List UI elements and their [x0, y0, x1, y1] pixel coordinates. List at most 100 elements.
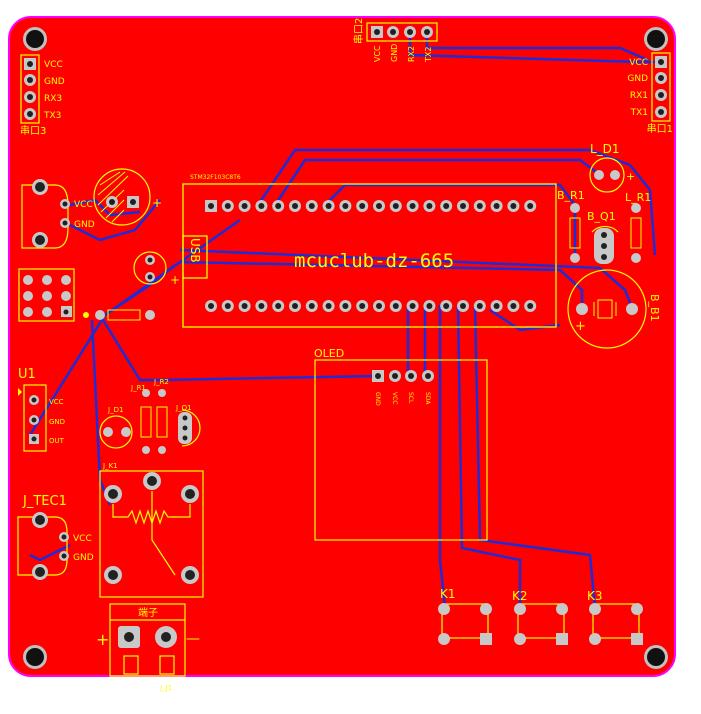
capacitor-plus: +: [170, 273, 180, 287]
traces: [28, 30, 660, 609]
serial1-pin-rx1: RX1: [630, 91, 648, 101]
mounting-holes: [23, 27, 668, 669]
serial3-pin-vcc: VCC: [44, 60, 63, 70]
mcu-bottom-pin-hole: [527, 303, 534, 309]
board-copper: [8, 16, 676, 677]
mcu-bottom-pin-hole: [359, 303, 366, 309]
serial2-pin-rx2: RX2: [407, 46, 416, 62]
serial1-connector: VCC GND RX1 TX1 串口1: [627, 52, 673, 135]
mcu-bottom-pin-hole: [409, 303, 416, 309]
serial3-pin-tx3: TX3: [43, 111, 61, 121]
mcu-pins-top: [205, 200, 537, 212]
mcu-top-pin-hole: [476, 203, 483, 209]
key-k1-label: K1: [440, 587, 456, 601]
mcu-top-pin-hole: [224, 203, 231, 209]
l-d1-plus: +: [626, 170, 635, 183]
mcu-bottom-pin-hole: [392, 303, 399, 309]
b-q1-label: B_Q1: [587, 210, 616, 223]
mcu-top-pin-hole: [241, 203, 248, 209]
mcu-top-pin-hole: [308, 203, 315, 209]
mcu-bottom-pin-hole: [493, 303, 500, 309]
serial1-pin-gnd: GND: [627, 74, 648, 84]
serial3-label: 串口3: [20, 125, 46, 137]
serial3-pin-gnd: GND: [44, 77, 65, 87]
mcu-bottom-pin-hole: [275, 303, 282, 309]
mcu-bottom-pin-hole: [241, 303, 248, 309]
terminal-plus: +: [96, 630, 109, 649]
mcu-top-pin-hole: [443, 203, 450, 209]
serial1-pin-vcc: VCC: [629, 58, 648, 68]
terminal-block: 端子 + — J_J1: [96, 603, 200, 692]
mcu-top-pin-hole: [258, 203, 265, 209]
j-k1-label: J_K1: [102, 462, 118, 470]
tec-socket: J_TEC1 VCC GND: [17, 494, 94, 580]
mcu-top-pin-hole: [460, 203, 466, 209]
mcu-bottom-pin-hole: [224, 303, 231, 309]
mcu-top-pin-hole: [325, 203, 332, 209]
mcu-bottom-pin-hole: [443, 303, 450, 309]
mcu-header-label: STM32F103C8T6: [190, 174, 241, 181]
key-k2[interactable]: K2: [512, 589, 568, 645]
key-k2-label: K2: [512, 589, 528, 603]
serial1-pin-tx1: TX1: [630, 108, 648, 118]
power-pin-gnd: GND: [74, 220, 95, 230]
oled-pin-vcc: VCC: [391, 392, 398, 404]
oled-label: OLED: [314, 347, 344, 360]
mcu-top-pin-hole: [359, 203, 366, 209]
mcu-top-pin-hole: [510, 203, 517, 209]
j-q1-label: J_Q1: [175, 404, 192, 412]
mcu-bottom-pin-hole: [376, 303, 382, 309]
power-socket: VCC GND: [21, 179, 95, 249]
key-k1[interactable]: K1: [438, 587, 492, 645]
b-r1-label: B_R1: [557, 189, 585, 202]
mcu-bottom-pin-hole: [342, 303, 349, 309]
serial1-label: 串口1: [647, 123, 673, 135]
mcu-top-pin-hole: [275, 203, 282, 209]
mcu-top-pin-hole: [376, 203, 382, 209]
relay: J_K1: [99, 462, 204, 598]
left-switch: [18, 268, 75, 322]
serial2-pin-tx2: TX2: [424, 47, 433, 63]
serial2-pin-vcc: VCC: [373, 45, 382, 62]
serial2-connector: 串口2 VCC GND RX2 TX2: [353, 18, 438, 63]
j-r1-label: J_R1: [130, 384, 146, 392]
usb-label: USB: [188, 238, 202, 263]
mcu-top-pin-hole: [409, 203, 416, 209]
mcu-bottom-pin-hole: [292, 303, 298, 309]
terminal-label: 端子: [138, 606, 158, 619]
key-k3[interactable]: K3: [587, 589, 643, 645]
u1-label: U1: [18, 367, 36, 382]
mcu-bottom-pin-hole: [460, 303, 466, 309]
serial2-pin-gnd: GND: [390, 44, 399, 62]
mcu-bottom-pin-hole: [325, 303, 332, 309]
j-r2-label: J_R2: [153, 378, 169, 386]
l-r1-label: L_R1: [625, 191, 651, 204]
l-d1-label: L_D1: [590, 142, 620, 156]
tec-pin-gnd: GND: [73, 553, 94, 563]
mcu-top-pin-hole: [292, 203, 298, 209]
mcu-bottom-pin-hole: [476, 303, 483, 309]
mcu-bottom-pin-hole: [208, 303, 214, 309]
capacitor: +: [133, 251, 180, 287]
buzzer: +: [93, 168, 162, 226]
tec-label: J_TEC1: [22, 494, 67, 509]
mcu-bottom-pin-hole: [258, 303, 265, 309]
oled-module: OLED GND VCC SCL SDA: [314, 347, 488, 541]
mcu-top-pin-hole: [527, 203, 534, 209]
j-j1-label: J_J1: [159, 684, 172, 692]
mcu-bottom-pin-hole: [426, 303, 433, 309]
oled-pin-sda: SDA: [424, 392, 431, 405]
mcu-top-pin-hole: [426, 203, 433, 209]
u1-sensor: U1 VCC GND OUT: [18, 367, 65, 452]
key-k3-label: K3: [587, 589, 603, 603]
u1-pin-vcc: VCC: [49, 398, 64, 406]
oled-pin-gnd: GND: [374, 392, 381, 406]
mcu-bottom-pin-hole: [308, 303, 315, 309]
board-title: mcuclub-dz-665: [294, 250, 454, 272]
mcu-top-pin-hole: [392, 203, 399, 209]
buzzer-plus: +: [152, 196, 162, 210]
u1-pin-gnd: GND: [49, 418, 65, 426]
serial3-pin-rx3: RX3: [44, 94, 62, 104]
mcu-top-pin-hole: [342, 203, 349, 209]
